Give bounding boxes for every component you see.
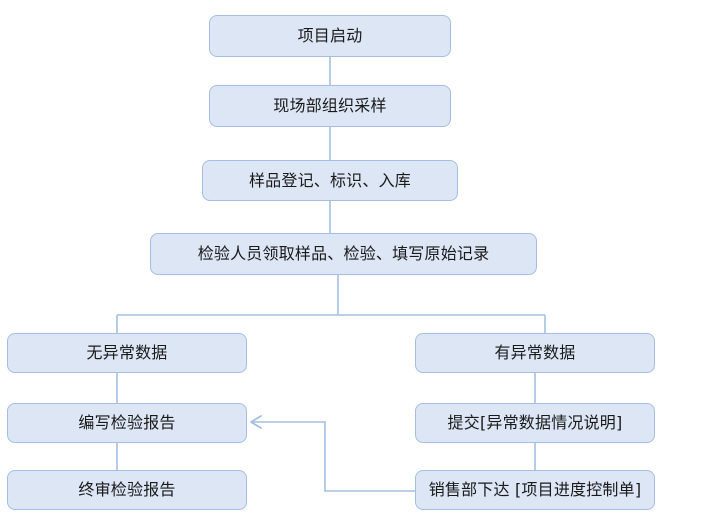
- edge-sales-feedback-to-write: [253, 421, 415, 492]
- node-field-department-sampling[interactable]: 现场部组织采样: [209, 85, 451, 127]
- arrowhead-icon-into-write-report: [250, 415, 262, 429]
- node-project-start[interactable]: 项目启动: [209, 15, 451, 57]
- node-submit-anomaly-explanation[interactable]: 提交[异常数据情况说明]: [415, 403, 655, 443]
- node-sales-department-order[interactable]: 销售部下达 [项目进度控制单]: [415, 470, 655, 510]
- node-final-inspection-report[interactable]: 终审检验报告: [7, 470, 247, 510]
- node-no-anomaly-data[interactable]: 无异常数据: [7, 333, 247, 373]
- node-inspector-collects-sample[interactable]: 检验人员领取样品、检验、填写原始记录: [150, 233, 537, 275]
- node-has-anomaly-data[interactable]: 有异常数据: [415, 333, 655, 373]
- node-write-inspection-report[interactable]: 编写检验报告: [7, 403, 247, 443]
- node-sample-registration[interactable]: 样品登记、标识、入库: [202, 160, 458, 201]
